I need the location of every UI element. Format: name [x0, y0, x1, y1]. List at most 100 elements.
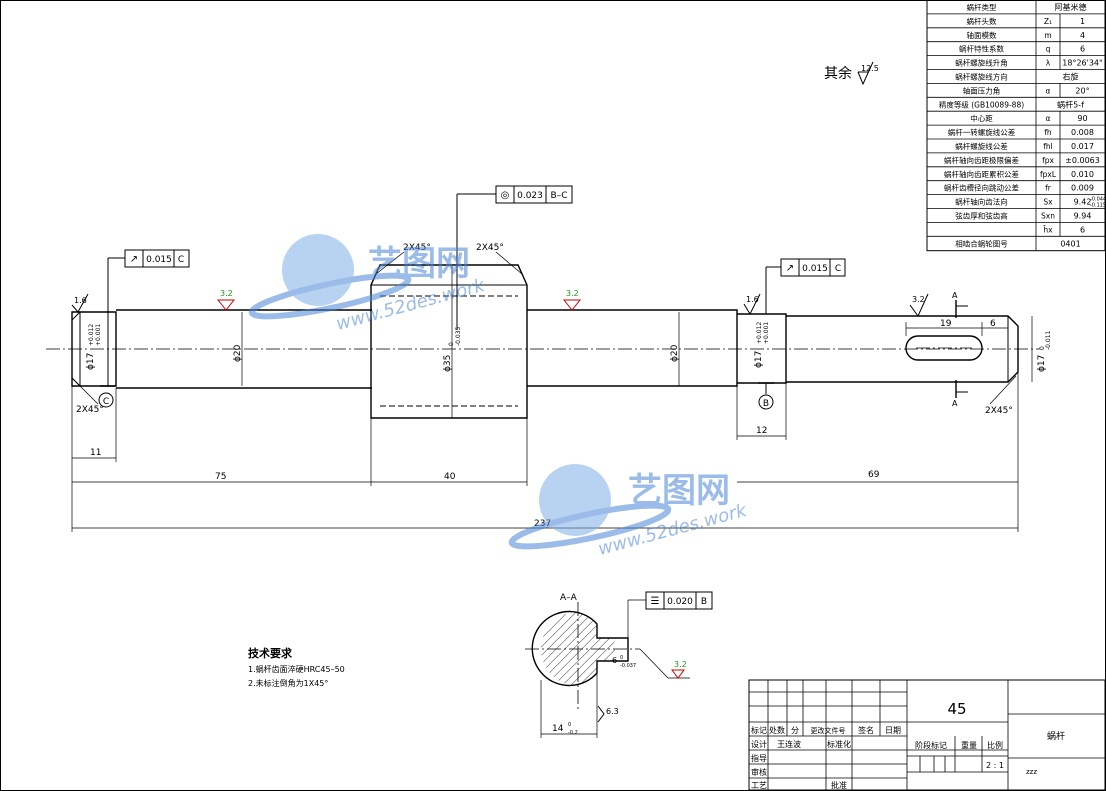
param-value: 0.008 — [1071, 128, 1094, 137]
param-symbol: λ — [1046, 59, 1051, 68]
dim-keyway-offset: 6 — [990, 319, 996, 329]
param-symbol: q — [1046, 45, 1051, 54]
roughness-symbol-icon — [909, 293, 929, 317]
tech-req-item-2: 2.未标注倒角为1X45° — [248, 678, 328, 688]
roughness-symbol-icon — [671, 669, 685, 679]
param-value: 1 — [1080, 17, 1085, 26]
param-value: 0.010 — [1071, 170, 1094, 179]
svg-text:+0.001: +0.001 — [763, 322, 770, 344]
section-view-a-a: A–A ☰ 0.020 B 6 0 -0.037 3.2 — [525, 591, 713, 738]
svg-text:ϕ17: ϕ17 — [1037, 355, 1047, 372]
param-value: 阿基米德 — [1055, 2, 1087, 12]
param-label: 蜗杆特性系数 — [959, 44, 1004, 54]
param-label: 轴面模数 — [967, 30, 997, 40]
svg-text:0: 0 — [568, 722, 571, 728]
datum-b-label: B — [763, 399, 769, 409]
svg-text:审核: 审核 — [751, 767, 767, 777]
param-label: 蜗杆齿槽径向跳动公差 — [944, 183, 1019, 193]
material-value: 45 — [947, 700, 966, 718]
datum-c-label: C — [103, 397, 109, 407]
svg-text:日期: 日期 — [885, 726, 901, 735]
datum-c-marker — [98, 392, 114, 408]
roughness-symbol-icon — [857, 61, 874, 86]
gdt-frame-right: ↗ 0.015 C — [765, 258, 846, 314]
sx-tol-lower: -0.115 — [1090, 203, 1106, 209]
param-label: 蜗杆轴向齿距极限偏差 — [944, 155, 1019, 165]
svg-text:重量: 重量 — [961, 740, 977, 750]
roughness-marks: 1.6 3.2 3.2 1.6 3.2 — [71, 289, 929, 317]
tech-req-title: 技术要求 — [248, 646, 293, 660]
diameter-labels: ϕ17 +0.012 +0.001 ϕ20 ϕ35 0 -0.035 ϕ20 ϕ… — [86, 266, 1052, 418]
param-symbol: α — [1046, 86, 1051, 95]
param-label: 弦齿厚和弦齿高 — [955, 211, 1008, 221]
watermark-2: 艺图网 www.52des.work — [508, 464, 750, 560]
svg-text:3.2: 3.2 — [220, 289, 233, 298]
svg-text:3.2: 3.2 — [566, 289, 579, 298]
chamfer-collar-right-label: 2X45° — [476, 243, 504, 253]
gdt-frame-top-left: ↗ 0.015 C — [107, 249, 190, 312]
svg-text:批准: 批准 — [831, 780, 847, 790]
svg-text:-0.011: -0.011 — [1045, 330, 1052, 350]
svg-text:-0.2: -0.2 — [568, 730, 578, 736]
designer-name: 王连波 — [777, 739, 801, 749]
svg-text:3.2: 3.2 — [674, 660, 687, 669]
symmetry-icon: ☰ — [651, 596, 660, 607]
param-symbol: h̄x — [1043, 225, 1053, 234]
roughness-symbol-icon — [562, 299, 582, 311]
roughness-symbol-icon — [216, 299, 236, 311]
concentricity-icon: ◎ — [501, 190, 510, 201]
keyway-slot — [905, 335, 983, 361]
right-end-journal — [786, 315, 1019, 383]
chamfer-collar-left-label: 2X45° — [403, 243, 431, 253]
roughness-symbol-icon — [597, 705, 605, 723]
svg-text:A: A — [952, 399, 958, 408]
svg-text:0.015: 0.015 — [802, 264, 828, 274]
svg-text:+0.012: +0.012 — [756, 322, 763, 344]
dim-75: 75 — [215, 472, 226, 482]
roughness-symbol-icon — [71, 293, 89, 313]
svg-text:标准化: 标准化 — [827, 739, 851, 749]
drawing-code: zzz — [1026, 768, 1037, 776]
runout-icon: ↗ — [786, 263, 794, 274]
svg-text:0.023: 0.023 — [517, 191, 543, 201]
svg-text:ϕ17: ϕ17 — [754, 351, 764, 368]
param-symbol: m — [1044, 31, 1051, 40]
svg-text:ϕ17: ϕ17 — [86, 353, 96, 370]
param-symbol: Sxn — [1041, 212, 1055, 221]
svg-text:1.6: 1.6 — [746, 295, 759, 304]
svg-text:更改文件号: 更改文件号 — [811, 726, 846, 735]
svg-text:分: 分 — [791, 726, 799, 735]
tech-req-item-1: 1.蜗杆齿面淬硬HRC45–50 — [248, 664, 345, 674]
svg-text:+0.012: +0.012 — [88, 324, 95, 346]
param-label: 蜗杆螺旋线方向 — [955, 72, 1008, 82]
watermark-logo-icon — [539, 464, 611, 536]
svg-text:0: 0 — [1039, 346, 1046, 350]
param-symbol: fpx — [1042, 156, 1054, 165]
param-value: 6 — [1080, 45, 1085, 54]
gdt-frame-section — [645, 591, 713, 610]
svg-text:ϕ20: ϕ20 — [233, 344, 243, 362]
svg-text:-0.035: -0.035 — [455, 326, 462, 346]
param-label: 蜗杆螺旋线升角 — [955, 58, 1008, 68]
svg-text:0: 0 — [448, 342, 455, 346]
svg-text:ϕ20: ϕ20 — [670, 344, 680, 362]
svg-text:指导: 指导 — [751, 753, 767, 763]
dim-12: 12 — [756, 426, 767, 436]
param-value: 20° — [1075, 86, 1089, 95]
svg-text:0: 0 — [620, 655, 623, 661]
param-symbol: fpxL — [1040, 170, 1057, 179]
param-symbol: α — [1046, 114, 1051, 123]
param-label: 轴面压力角 — [963, 85, 1001, 95]
svg-text:C: C — [835, 264, 841, 274]
param-label: 蜗杆一转螺旋线公差 — [948, 127, 1016, 137]
svg-text:A: A — [952, 291, 958, 300]
param-value: 90 — [1077, 114, 1087, 123]
section-view-label: A–A — [560, 593, 578, 603]
param-label: 精度等级 (GB10089-88) — [939, 99, 1024, 109]
param-label: 蜗杆螺旋线公差 — [955, 141, 1008, 151]
param-symbol: fr — [1045, 184, 1052, 193]
svg-text:阶段标记: 阶段标记 — [915, 740, 947, 750]
param-value: 0.017 — [1071, 142, 1094, 151]
scale-value: 2 : 1 — [986, 761, 1004, 770]
param-value: 18°26'34" — [1062, 59, 1102, 68]
